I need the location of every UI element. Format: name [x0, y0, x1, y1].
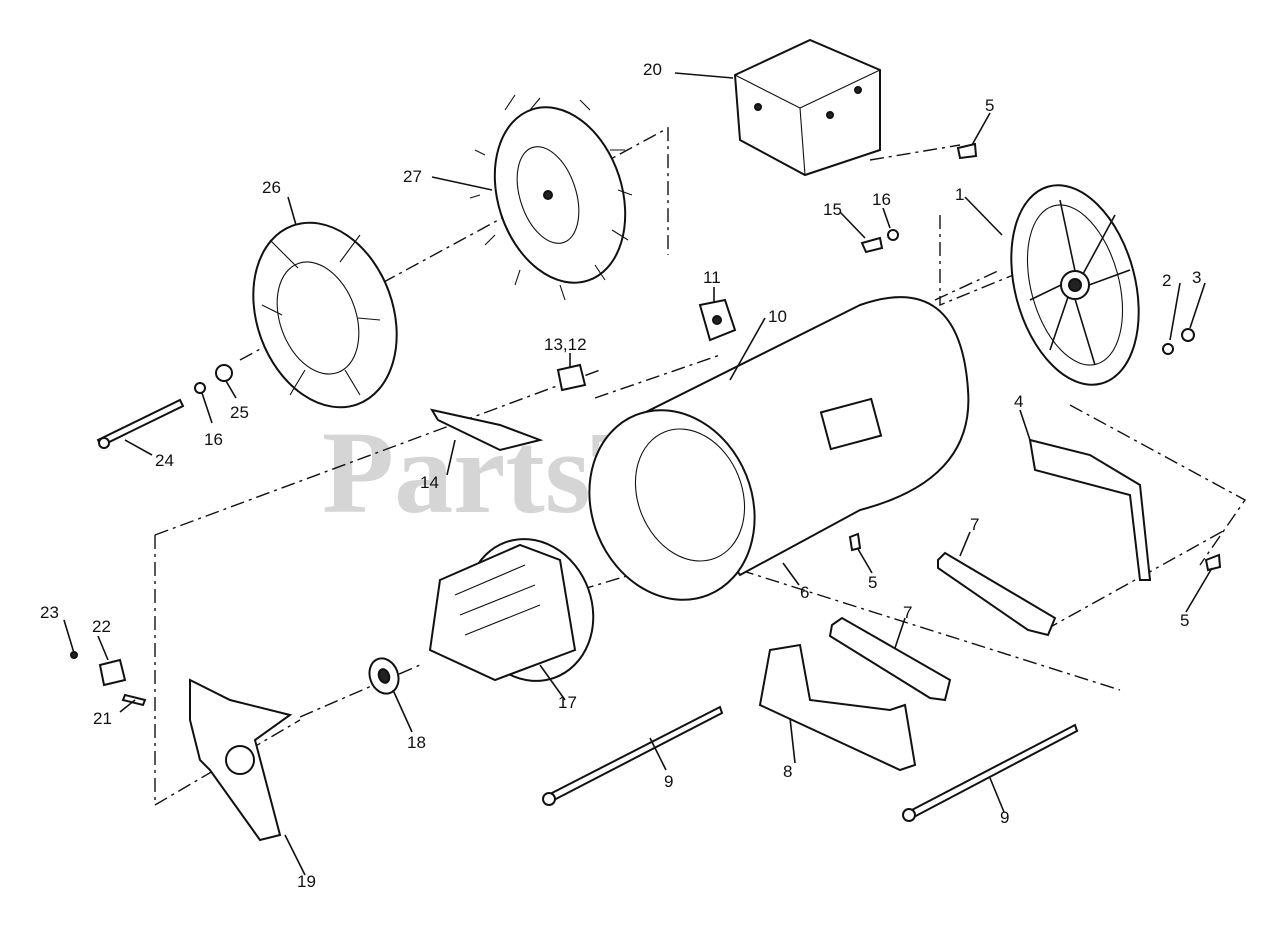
callout-15: 15 [823, 200, 842, 219]
callout-9-right: 9 [1000, 808, 1009, 827]
callout-3: 3 [1192, 268, 1201, 287]
callout-10: 10 [768, 307, 787, 326]
part-1-end-bell [1010, 184, 1140, 386]
part-6-stator-housing [588, 296, 970, 601]
part-19-brush-holder [189, 678, 293, 842]
part-4-mounting-bracket [1028, 438, 1152, 581]
part-26-shroud [252, 221, 398, 409]
part-14-bracket [429, 408, 544, 452]
callout-5-top: 5 [985, 96, 994, 115]
part-22-brush-assembly [98, 658, 127, 687]
part-7-rail-upper [937, 551, 1057, 637]
callout-26: 26 [262, 178, 281, 197]
callout-5-middle: 5 [868, 573, 877, 592]
part-9-long-bolt-right [902, 723, 1079, 822]
callout-25: 25 [230, 403, 249, 422]
callout-18: 18 [407, 733, 426, 752]
part-2-3-washer-nut [1162, 328, 1195, 355]
part-5-bolt-right [1204, 553, 1222, 572]
callout-24: 24 [155, 451, 174, 470]
part-11-receptacle [698, 298, 737, 342]
part-20-cover [733, 38, 881, 177]
part-5-bolt-middle [848, 532, 862, 552]
callout-19: 19 [297, 872, 316, 891]
callout-16-left: 16 [204, 430, 223, 449]
part-17-rotor [428, 538, 595, 682]
callout-4: 4 [1014, 392, 1023, 411]
callout-labels: 20 5 27 26 15 16 1 2 3 11 10 13,12 25 16… [40, 60, 1201, 891]
part-8-base-plate [758, 643, 917, 772]
callout-1: 1 [955, 185, 964, 204]
part-24-through-stud [96, 398, 185, 449]
callout-2: 2 [1162, 271, 1171, 290]
leader-lines [63, 72, 1213, 876]
callout-23: 23 [40, 603, 59, 622]
callout-7-lower: 7 [903, 603, 912, 622]
part-13-12-switch [556, 363, 587, 392]
callout-17: 17 [558, 693, 577, 712]
callout-16-top: 16 [872, 190, 891, 209]
part-15-16-screw-washer [860, 229, 899, 254]
callout-11: 11 [703, 268, 721, 287]
callout-22: 22 [92, 617, 111, 636]
callout-5-right: 5 [1180, 611, 1189, 630]
callout-14: 14 [420, 473, 439, 492]
callout-13-12: 13,12 [544, 335, 587, 354]
callout-6: 6 [800, 583, 809, 602]
part-16-washer-left [194, 382, 206, 394]
callout-27: 27 [403, 167, 422, 186]
callout-21: 21 [93, 709, 112, 728]
callout-9-left: 9 [664, 772, 673, 791]
callout-7-upper: 7 [970, 515, 979, 534]
part-5-bolt-top [956, 142, 978, 160]
part-27-fan [469, 94, 633, 301]
part-25-washer [215, 364, 233, 382]
part-18-bearing [368, 657, 400, 695]
callout-8: 8 [783, 762, 792, 781]
part-9-long-bolt-left [542, 705, 724, 806]
part-7-rail-lower [828, 616, 952, 702]
callout-20: 20 [643, 60, 662, 79]
